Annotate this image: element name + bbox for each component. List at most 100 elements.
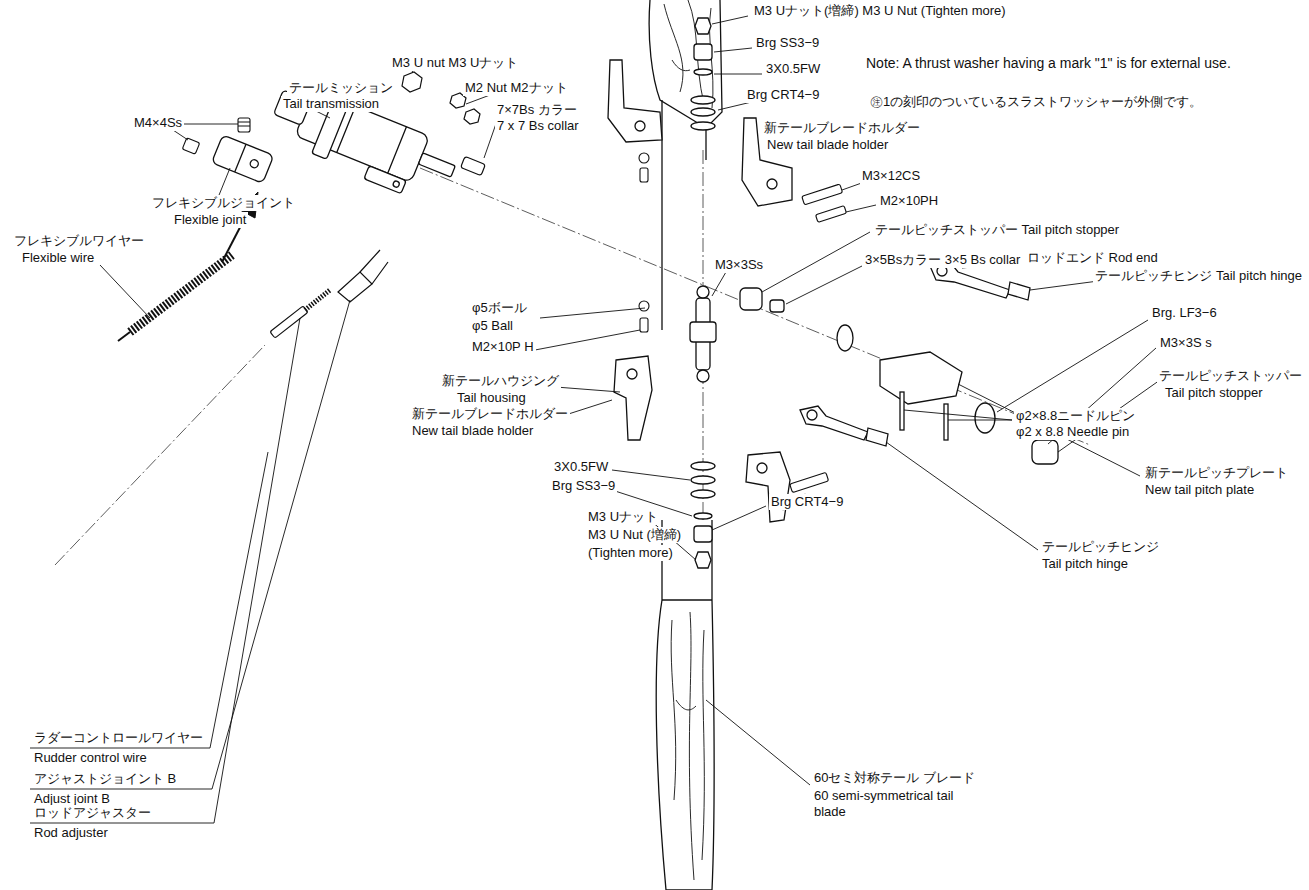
flexible-joint-part (212, 135, 274, 183)
leader-lines-part (958, 384, 1140, 476)
tail-transmission (264, 70, 466, 209)
leader-lines-part (886, 442, 1038, 550)
lower-tail-blade-part (662, 599, 712, 600)
flexible-joint-part (249, 159, 259, 169)
leader-lines-part (540, 308, 645, 318)
leader-lines-part (714, 48, 752, 52)
part-label: テールピッチヒンジ Tail pitch hinge (1093, 268, 1304, 284)
pitch-assembly-part (807, 410, 817, 420)
nuts-and-collars-part (461, 156, 486, 175)
tail-blade-holders-part (635, 121, 645, 131)
set-screws-part (238, 118, 250, 132)
leader-lines-part (30, 452, 268, 748)
part-label: φ2×8.8ニードルピン (1014, 408, 1137, 424)
center-lines-part (420, 168, 1090, 445)
part-label: ロッドエンド Rod end (1025, 250, 1160, 266)
tail-blade-holders-part (767, 179, 777, 189)
part-label: フレキシブルワイヤー (12, 233, 146, 249)
rod-adjuster-part (270, 306, 308, 338)
rotor-hub-part (694, 513, 712, 519)
leader-lines (30, 16, 1160, 823)
tail-transmission-part (392, 180, 400, 188)
part-label: 7 x 7 Bs collar (495, 118, 581, 134)
flexible-wire-part (130, 255, 232, 332)
pitch-assembly-part (900, 392, 904, 430)
part-label: M2×10PH (878, 193, 940, 209)
rotor-hub-part (691, 462, 715, 470)
leader-lines-part (904, 410, 1012, 420)
tail-blade-holders-part (627, 369, 637, 379)
part-label: テールピッチストッパー Tail pitch stopper (873, 222, 1121, 238)
part-label: φ5ボール (470, 300, 529, 316)
part-label: New tail pitch plate (1143, 482, 1256, 498)
part-label: ㊟1の刻印のついているスラストワッシャーが外側です。 (868, 94, 1204, 110)
leader-lines-part (535, 330, 640, 350)
upper-tail-blade-part (664, 0, 713, 108)
tail-transmission-part (364, 166, 406, 194)
leader-lines-part (786, 266, 862, 304)
flexible-wire (118, 255, 232, 341)
part-label: New tail blade holder (410, 423, 535, 439)
part-label: テールミッション (287, 80, 395, 96)
lower-tail-blade-part (656, 520, 714, 890)
leader-lines-part (762, 232, 870, 292)
part-label: Tail pitch stopper (1163, 385, 1265, 401)
leader-lines-part (30, 300, 350, 789)
screws (639, 153, 847, 510)
leader-lines-part (712, 16, 748, 24)
leader-lines-part (30, 318, 300, 823)
part-label: 新テールハウジング (440, 373, 561, 389)
part-label: New tail blade holder (765, 137, 890, 153)
rotor-hub-part (691, 476, 715, 484)
tail-blade-holders-part (608, 60, 662, 142)
rotor-hub-part (695, 18, 711, 34)
pitch-assembly-part (1032, 440, 1058, 464)
part-label: フレキシブルジョイント (150, 195, 297, 211)
upper-tail-blade (649, 0, 722, 330)
screws-part (790, 472, 829, 492)
lower-tail-blade (656, 520, 714, 890)
rotor-hub-part (690, 322, 716, 342)
part-label: Note: A thrust washer having a mark "1" … (864, 55, 1304, 72)
screws-part (815, 206, 846, 223)
rotor-hub-part (695, 552, 711, 568)
rotor-hub-part (691, 108, 715, 116)
part-label: 新テールブレードホルダー (762, 120, 922, 136)
part-label: Tail pitch hinge (1040, 556, 1130, 572)
part-label: φ2 x 8.8 Needle pin (1014, 424, 1131, 440)
part-label: 新テールピッチプレート (1143, 465, 1290, 481)
leader-lines-part (997, 320, 1148, 412)
screws-part (640, 318, 648, 332)
pitch-assembly-part (837, 325, 853, 351)
pitch-assembly-part (800, 406, 868, 440)
pitch-assembly-part (944, 404, 948, 440)
rotor-hub-part (694, 526, 712, 542)
screws-part (639, 301, 649, 311)
part-label: Brg CRT4−9 (769, 494, 845, 510)
rotor-hub-part (691, 96, 715, 104)
tail-transmission-part (337, 106, 407, 173)
part-label: Rod adjuster (32, 825, 110, 841)
part-label: Brg. LF3−6 (1150, 305, 1219, 321)
rotor-hub-part (694, 69, 712, 75)
part-label: M3×12CS (860, 168, 922, 184)
part-label: 3×5Bsカラー 3×5 Bs collar (863, 252, 1022, 268)
part-label: Tail transmission (281, 96, 381, 112)
part-label: M3 U nut M3 Uナット (390, 55, 520, 71)
part-label: アジャストジョイント B (32, 771, 178, 787)
rotor-hub-part (697, 370, 709, 382)
leader-lines-part (714, 74, 762, 75)
part-label: 新テールブレードホルダー (410, 406, 570, 422)
flexible-wire-part (118, 332, 130, 341)
center-lines-part (55, 345, 265, 565)
pitch-assembly (740, 262, 1058, 464)
pitch-assembly-part (880, 352, 962, 404)
nuts-and-collars-part (464, 109, 480, 124)
set-screws (182, 118, 250, 154)
rod-adjuster (270, 250, 388, 338)
part-label: ロッドアジャスター (32, 805, 153, 821)
part-label: Brg CRT4−9 (745, 87, 821, 103)
tail-blade-holders-part (614, 356, 652, 440)
set-screws-part (182, 138, 199, 154)
tail-blade-holders-part (757, 463, 767, 473)
